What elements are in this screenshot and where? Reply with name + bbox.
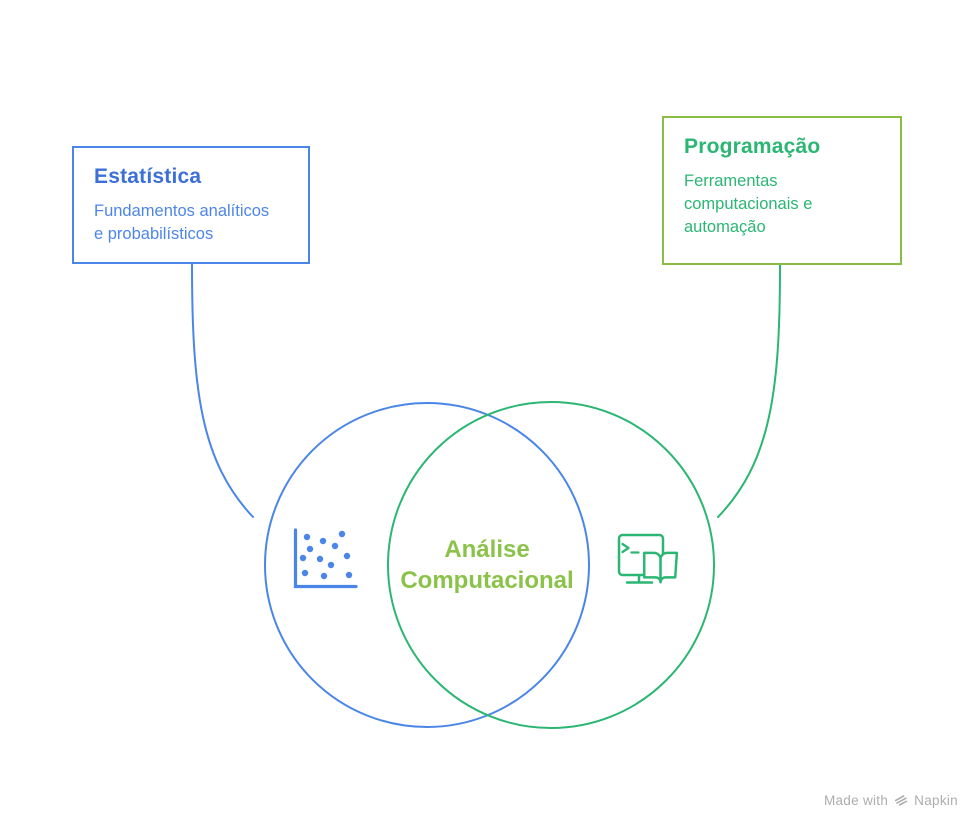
scatter-plot-icon: [293, 528, 358, 589]
programacao-title: Programação: [684, 135, 821, 158]
statistics-circle: [264, 402, 590, 728]
napkin-logo-icon: [895, 795, 908, 806]
made-with-text: Made with: [823, 792, 889, 808]
napkin-brand-text: Napkin: [914, 792, 958, 808]
venn-center-label: Análise Computacional: [400, 536, 574, 594]
programming-circle: [387, 401, 715, 729]
programacao-subtitle: Ferramentas computacionais e automação: [684, 172, 813, 236]
estatistica-box: Estatística Fundamentos analíticos e pro…: [72, 146, 310, 264]
programacao-box: Programação Ferramentas computacionais e…: [662, 116, 902, 265]
programacao-connector-line: [717, 264, 781, 518]
estatistica-title: Estatística: [94, 165, 202, 188]
made-with-napkin-credit: Made with Napkin: [824, 792, 958, 808]
estatistica-subtitle: Fundamentos analíticos e probabilísticos: [94, 202, 270, 243]
terminal-book-icon: [617, 533, 679, 584]
estatistica-connector-line: [191, 263, 254, 518]
